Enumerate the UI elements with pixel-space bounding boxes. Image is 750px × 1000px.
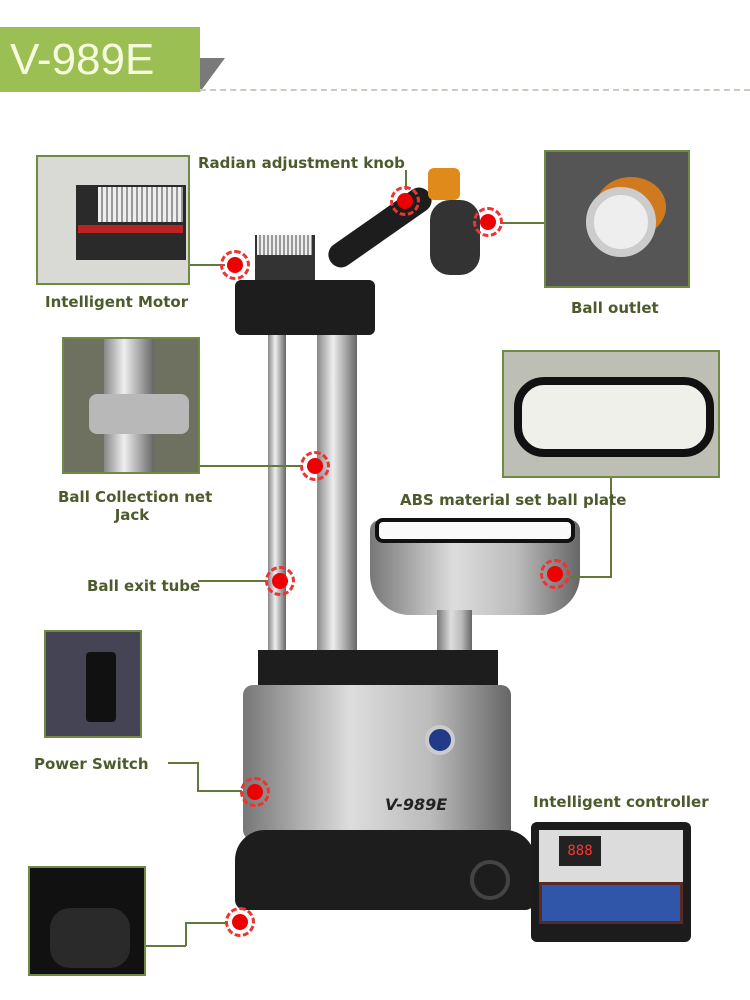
marker-exit-tube: [265, 566, 295, 596]
marker-collection-jack: [300, 451, 330, 481]
label-ball-outlet: Ball outlet: [571, 299, 659, 317]
controller-image: 888: [531, 822, 691, 942]
connector-line: [185, 922, 227, 924]
connector-line: [500, 222, 544, 224]
connector-line: [198, 580, 266, 582]
label-collection-jack: Ball Collection net Jack: [58, 488, 213, 524]
marker-ball-outlet: [473, 207, 503, 237]
label-controller: Intelligent controller: [533, 793, 709, 811]
label-collection-line2: Jack: [114, 506, 150, 524]
model-badge: V-989E: [0, 27, 200, 92]
wheel-inset: [28, 866, 146, 976]
connector-line: [168, 762, 198, 764]
badge-fold: [200, 58, 225, 92]
label-collection-line1: Ball Collection net: [58, 488, 213, 506]
connector-line: [610, 478, 612, 578]
connector-line: [405, 170, 407, 190]
motor-inset: [36, 155, 190, 285]
connector-line: [146, 945, 186, 947]
controller-display: 888: [559, 836, 601, 866]
collection-jack-inset: [62, 337, 200, 474]
label-abs-plate: ABS material set ball plate: [400, 491, 627, 509]
connector-line: [185, 922, 187, 946]
power-switch-inset: [44, 630, 142, 738]
connector-line: [197, 762, 199, 790]
marker-wheel: [225, 907, 255, 937]
connector-line: [200, 465, 300, 467]
header-divider: [200, 89, 750, 91]
abs-plate-inset: [502, 350, 720, 478]
label-exit-tube: Ball exit tube: [87, 577, 201, 595]
marker-power-switch: [240, 777, 270, 807]
marker-motor: [220, 250, 250, 280]
connector-line: [190, 264, 225, 266]
product-marking: V-989E: [385, 795, 448, 814]
label-radian-knob: Radian adjustment knob: [198, 154, 405, 172]
connector-line: [197, 790, 242, 792]
connector-line: [570, 576, 610, 578]
ball-outlet-inset: [544, 150, 690, 288]
label-motor: Intelligent Motor: [45, 293, 189, 311]
label-power-switch: Power Switch: [34, 755, 149, 773]
marker-abs-plate: [540, 559, 570, 589]
marker-radian-knob: [390, 186, 420, 216]
